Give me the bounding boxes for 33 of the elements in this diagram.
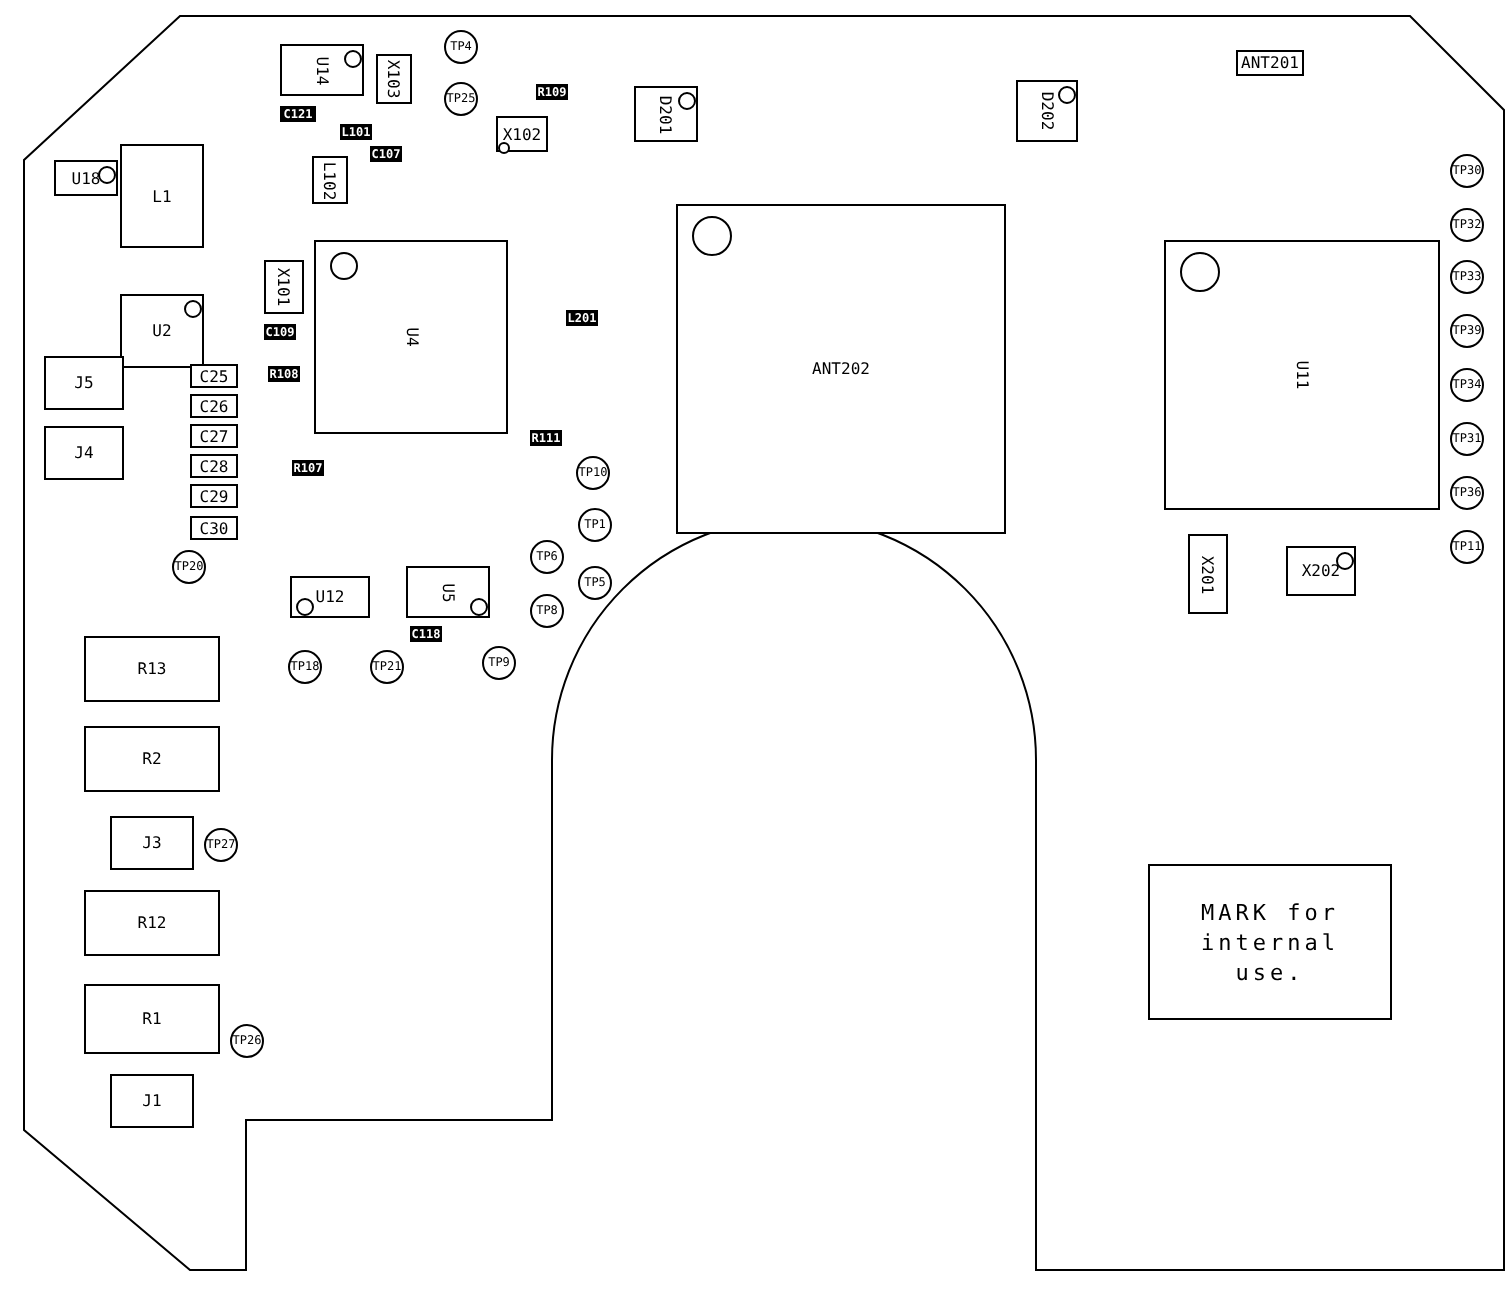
component-outline: J5 [44, 356, 124, 410]
component-outline: D201 [634, 86, 698, 142]
component-outline: D202 [1016, 80, 1078, 142]
component-outline: U4 [314, 240, 508, 434]
component-outline: C25 [190, 364, 238, 388]
component-outline: X102 [496, 116, 548, 152]
component-outline: U14 [280, 44, 364, 96]
component-outline: X101 [264, 260, 304, 314]
marking-box: MARK for internal use. [1148, 864, 1392, 1020]
component-outline: L1 [120, 144, 204, 248]
component-outline: X202 [1286, 546, 1356, 596]
component-outline: C29 [190, 484, 238, 508]
component-outline: U5 [406, 566, 490, 618]
component-outline: J1 [110, 1074, 194, 1128]
component-outline: C26 [190, 394, 238, 418]
component-outline: R2 [84, 726, 220, 792]
component-outline: U12 [290, 576, 370, 618]
component-outline: ANT201 [1236, 50, 1304, 76]
component-outline: R12 [84, 890, 220, 956]
component-outline: ANT202 [676, 204, 1006, 534]
component-outline: U11 [1164, 240, 1440, 510]
component-outline: C30 [190, 516, 238, 540]
component-outline: L102 [312, 156, 348, 204]
component-outline: U18 [54, 160, 118, 196]
component-outline: X201 [1188, 534, 1228, 614]
component-outline: C28 [190, 454, 238, 478]
component-outline: J4 [44, 426, 124, 480]
component-outline: R1 [84, 984, 220, 1054]
component-outline: X103 [376, 54, 412, 104]
component-outline: R13 [84, 636, 220, 702]
component-outline: J3 [110, 816, 194, 870]
component-outline: U2 [120, 294, 204, 368]
component-outline: C27 [190, 424, 238, 448]
